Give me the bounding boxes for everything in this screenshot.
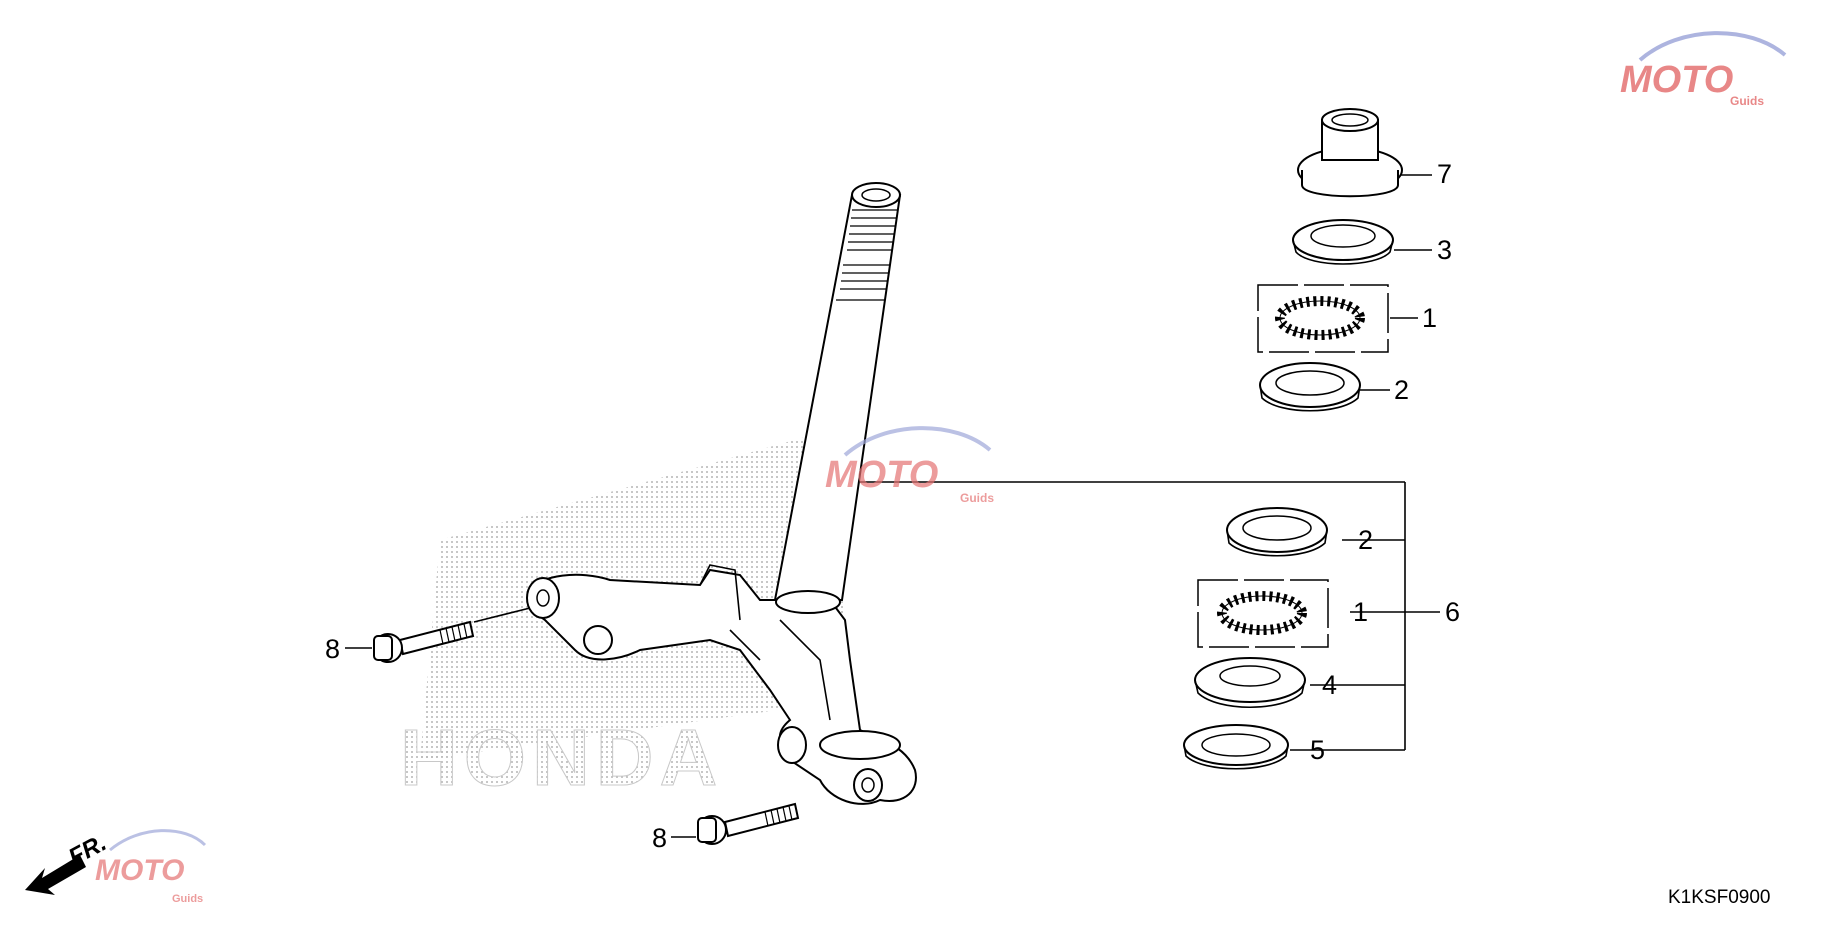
callout-2-bottom: 2: [1358, 525, 1373, 555]
watermark-center: MOTO Guids: [825, 426, 994, 505]
steering-stem: [773, 182, 902, 601]
bottom-bridge: [526, 564, 917, 805]
callout-labels: 7 3 1 2 2 1 6 4 5 8 8: [325, 159, 1460, 853]
top-nut-7: [1297, 108, 1432, 198]
bearing-1-bottom: [1197, 579, 1329, 648]
race-2-bottom: [1226, 507, 1328, 557]
watermark-logo-text-bl: MOTO: [95, 854, 184, 887]
callout-1-top: 1: [1422, 303, 1437, 333]
drawing-code: K1KSF0900: [1668, 887, 1770, 908]
watermark-sub-text: Guids: [1730, 94, 1764, 108]
callout-8-left: 8: [325, 634, 340, 664]
watermark-top-right: MOTO Guids: [1620, 31, 1787, 108]
front-arrow-icon: [25, 855, 86, 895]
assembly-6-bracket: [860, 481, 1440, 751]
seal-5: [1183, 724, 1289, 770]
bearing-1-top: [1257, 284, 1418, 353]
honda-logo-text: HONDA: [400, 713, 723, 802]
callout-6: 6: [1445, 597, 1460, 627]
race-3: [1292, 219, 1432, 265]
race-2-top: [1259, 362, 1390, 412]
bolt-8-bottom: [697, 802, 800, 845]
watermark-logo-text: MOTO: [1620, 59, 1733, 101]
callout-7: 7: [1437, 159, 1452, 189]
watermark-sub-text-center: Guids: [960, 491, 994, 505]
watermark-logo-text-center: MOTO: [825, 454, 938, 496]
race-4: [1194, 657, 1306, 708]
callout-1-bottom: 1: [1353, 597, 1368, 627]
callout-8-bottom: 8: [652, 823, 667, 853]
bolt-8-left: [373, 607, 531, 663]
callout-3: 3: [1437, 235, 1452, 265]
callout-2-top: 2: [1394, 375, 1409, 405]
watermark-sub-text-bl: Guids: [172, 893, 203, 905]
watermark-bottom-left: MOTO Guids: [95, 829, 207, 905]
callout-5: 5: [1310, 735, 1325, 765]
callout-4: 4: [1322, 670, 1337, 700]
